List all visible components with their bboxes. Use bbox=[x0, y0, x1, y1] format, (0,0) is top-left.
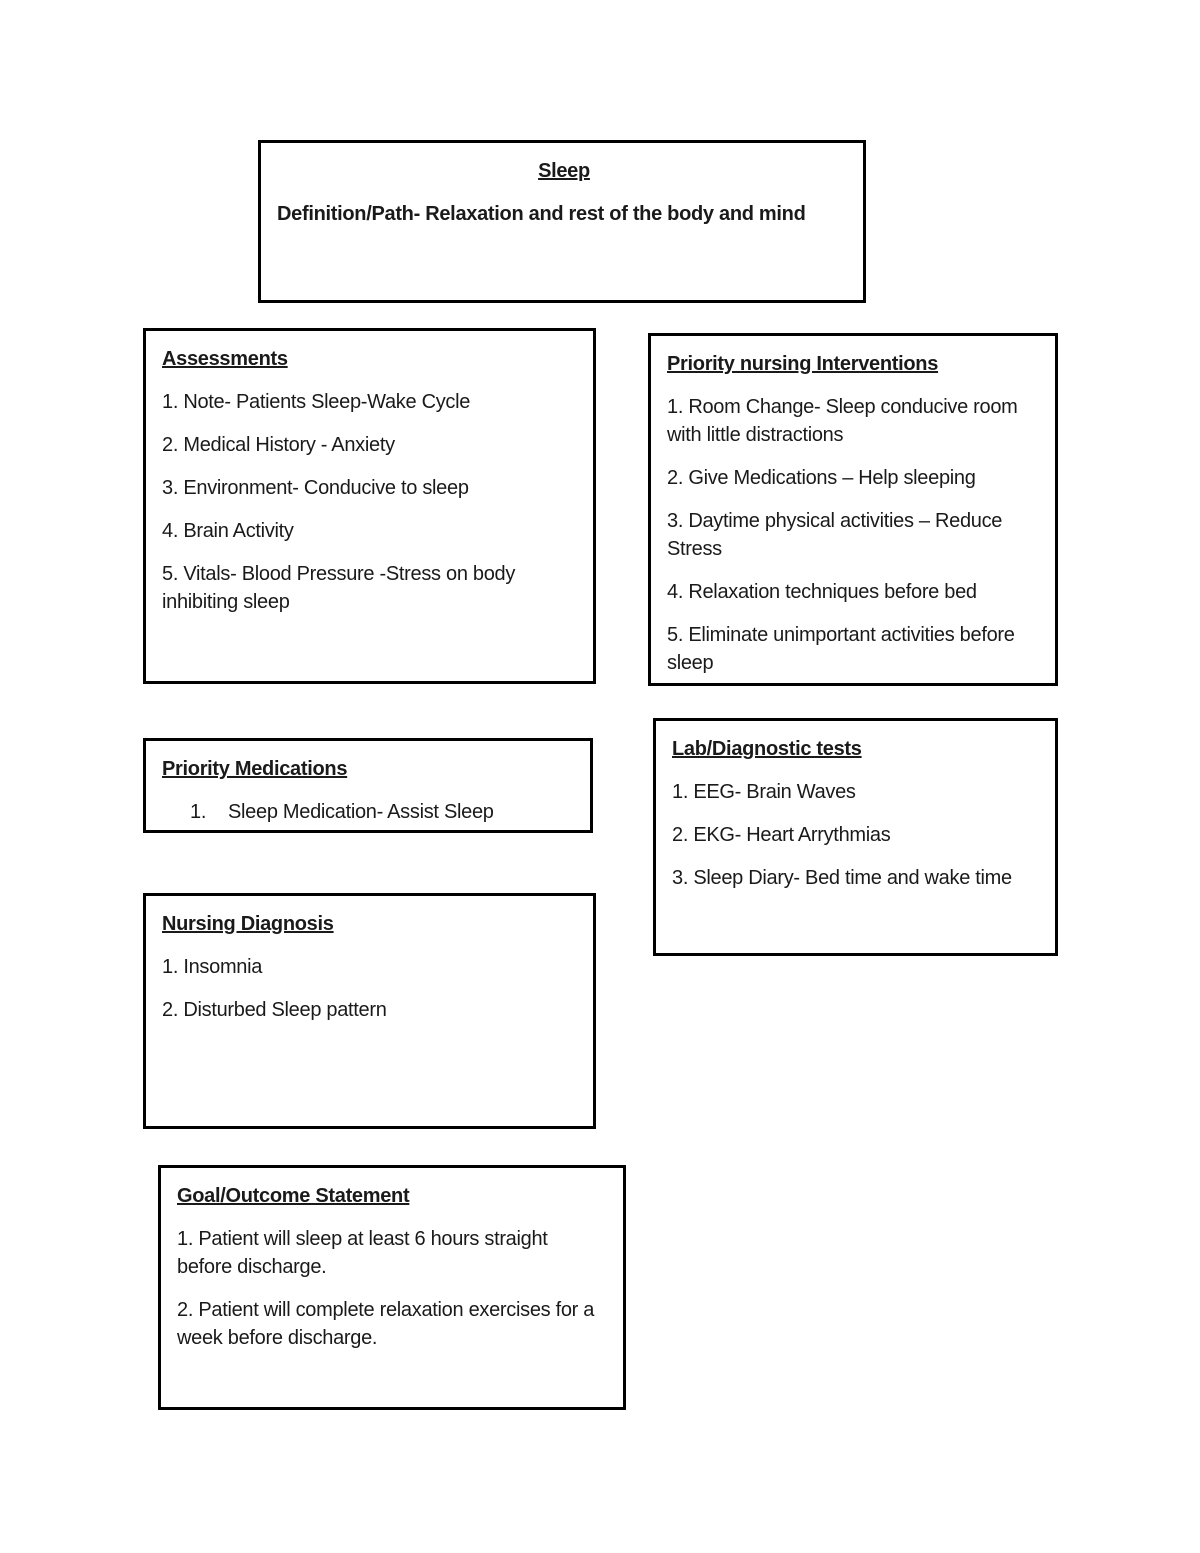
intervention-item: 1. Room Change- Sleep conducive room wit… bbox=[667, 393, 1043, 449]
definition-text: Definition/Path- Relaxation and rest of … bbox=[277, 203, 806, 225]
intervention-item: 4. Relaxation techniques before bed bbox=[667, 578, 1043, 606]
item-text: Sleep Medication- Assist Sleep bbox=[228, 801, 494, 823]
labs-box: Lab/Diagnostic tests 1. EEG- Brain Waves… bbox=[653, 718, 1058, 956]
item-line: before discharge. bbox=[177, 1256, 327, 1278]
lab-item: 2. EKG- Heart Arrythmias bbox=[672, 821, 1043, 849]
assessment-item: 3. Environment- Conducive to sleep bbox=[162, 474, 581, 502]
item-line: 2. Patient will complete relaxation exer… bbox=[177, 1299, 595, 1321]
item-line: 1. Note- Patients Sleep-Wake Cycle bbox=[162, 391, 471, 413]
item-line: week before discharge. bbox=[177, 1327, 378, 1349]
item-line: 4. Brain Activity bbox=[162, 520, 294, 542]
item-line: 2. Medical History - Anxiety bbox=[162, 434, 395, 456]
medications-heading: Priority Medications bbox=[162, 758, 348, 780]
intervention-item: 5. Eliminate unimportant activities befo… bbox=[667, 621, 1043, 677]
item-line: Stress bbox=[667, 538, 722, 560]
intervention-item: 2. Give Medications – Help sleeping bbox=[667, 464, 1043, 492]
lab-item: 1. EEG- Brain Waves bbox=[672, 778, 1043, 806]
diagnosis-box: Nursing Diagnosis 1. Insomnia 2. Disturb… bbox=[143, 893, 596, 1129]
title-box: Sleep Definition/Path- Relaxation and re… bbox=[258, 140, 866, 303]
item-line: 1. Room Change- Sleep conducive room bbox=[667, 396, 1018, 418]
item-line: 5. Vitals- Blood Pressure -Stress on bod… bbox=[162, 563, 516, 585]
item-line: 4. Relaxation techniques before bed bbox=[667, 581, 977, 603]
item-line: with little distractions bbox=[667, 424, 844, 446]
intervention-item: 3. Daytime physical activities – Reduce … bbox=[667, 507, 1043, 563]
item-line: 1. Insomnia bbox=[162, 956, 263, 978]
item-line: 1. Patient will sleep at least 6 hours s… bbox=[177, 1228, 548, 1250]
goal-item: 1. Patient will sleep at least 6 hours s… bbox=[177, 1225, 611, 1281]
item-number: 1. bbox=[190, 801, 207, 823]
medication-item: 1. Sleep Medication- Assist Sleep bbox=[190, 798, 578, 826]
diagnosis-item: 1. Insomnia bbox=[162, 953, 581, 981]
assessment-item: 4. Brain Activity bbox=[162, 517, 581, 545]
item-line: 2. Give Medications – Help sleeping bbox=[667, 467, 976, 489]
goals-heading: Goal/Outcome Statement bbox=[177, 1185, 410, 1207]
goals-box: Goal/Outcome Statement 1. Patient will s… bbox=[158, 1165, 626, 1410]
item-line: 5. Eliminate unimportant activities befo… bbox=[667, 624, 1015, 646]
labs-heading: Lab/Diagnostic tests bbox=[672, 738, 862, 760]
diagnosis-item: 2. Disturbed Sleep pattern bbox=[162, 996, 581, 1024]
goal-item: 2. Patient will complete relaxation exer… bbox=[177, 1296, 611, 1352]
medications-box: Priority Medications 1. Sleep Medication-… bbox=[143, 738, 593, 833]
item-line: 3. Daytime physical activities – Reduce bbox=[667, 510, 1003, 532]
assessment-item: 2. Medical History - Anxiety bbox=[162, 431, 581, 459]
assessments-heading: Assessments bbox=[162, 348, 288, 370]
item-line: 3. Sleep Diary- Bed time and wake time bbox=[672, 867, 1012, 889]
item-line: 3. Environment- Conducive to sleep bbox=[162, 477, 469, 499]
item-line: 2. EKG- Heart Arrythmias bbox=[672, 824, 891, 846]
assessment-item: 1. Note- Patients Sleep-Wake Cycle bbox=[162, 388, 581, 416]
interventions-box: Priority nursing Interventions 1. Room C… bbox=[648, 333, 1058, 686]
assessments-box: Assessments 1. Note- Patients Sleep-Wake… bbox=[143, 328, 596, 684]
interventions-heading: Priority nursing Interventions bbox=[667, 353, 939, 375]
assessment-item: 5. Vitals- Blood Pressure -Stress on bod… bbox=[162, 560, 581, 616]
diagnosis-heading: Nursing Diagnosis bbox=[162, 913, 334, 935]
item-line: sleep bbox=[667, 652, 714, 674]
item-line: 1. EEG- Brain Waves bbox=[672, 781, 856, 803]
item-line: 2. Disturbed Sleep pattern bbox=[162, 999, 387, 1021]
page-title: Sleep bbox=[538, 160, 590, 182]
item-line: inhibiting sleep bbox=[162, 591, 290, 613]
lab-item: 3. Sleep Diary- Bed time and wake time bbox=[672, 864, 1043, 892]
